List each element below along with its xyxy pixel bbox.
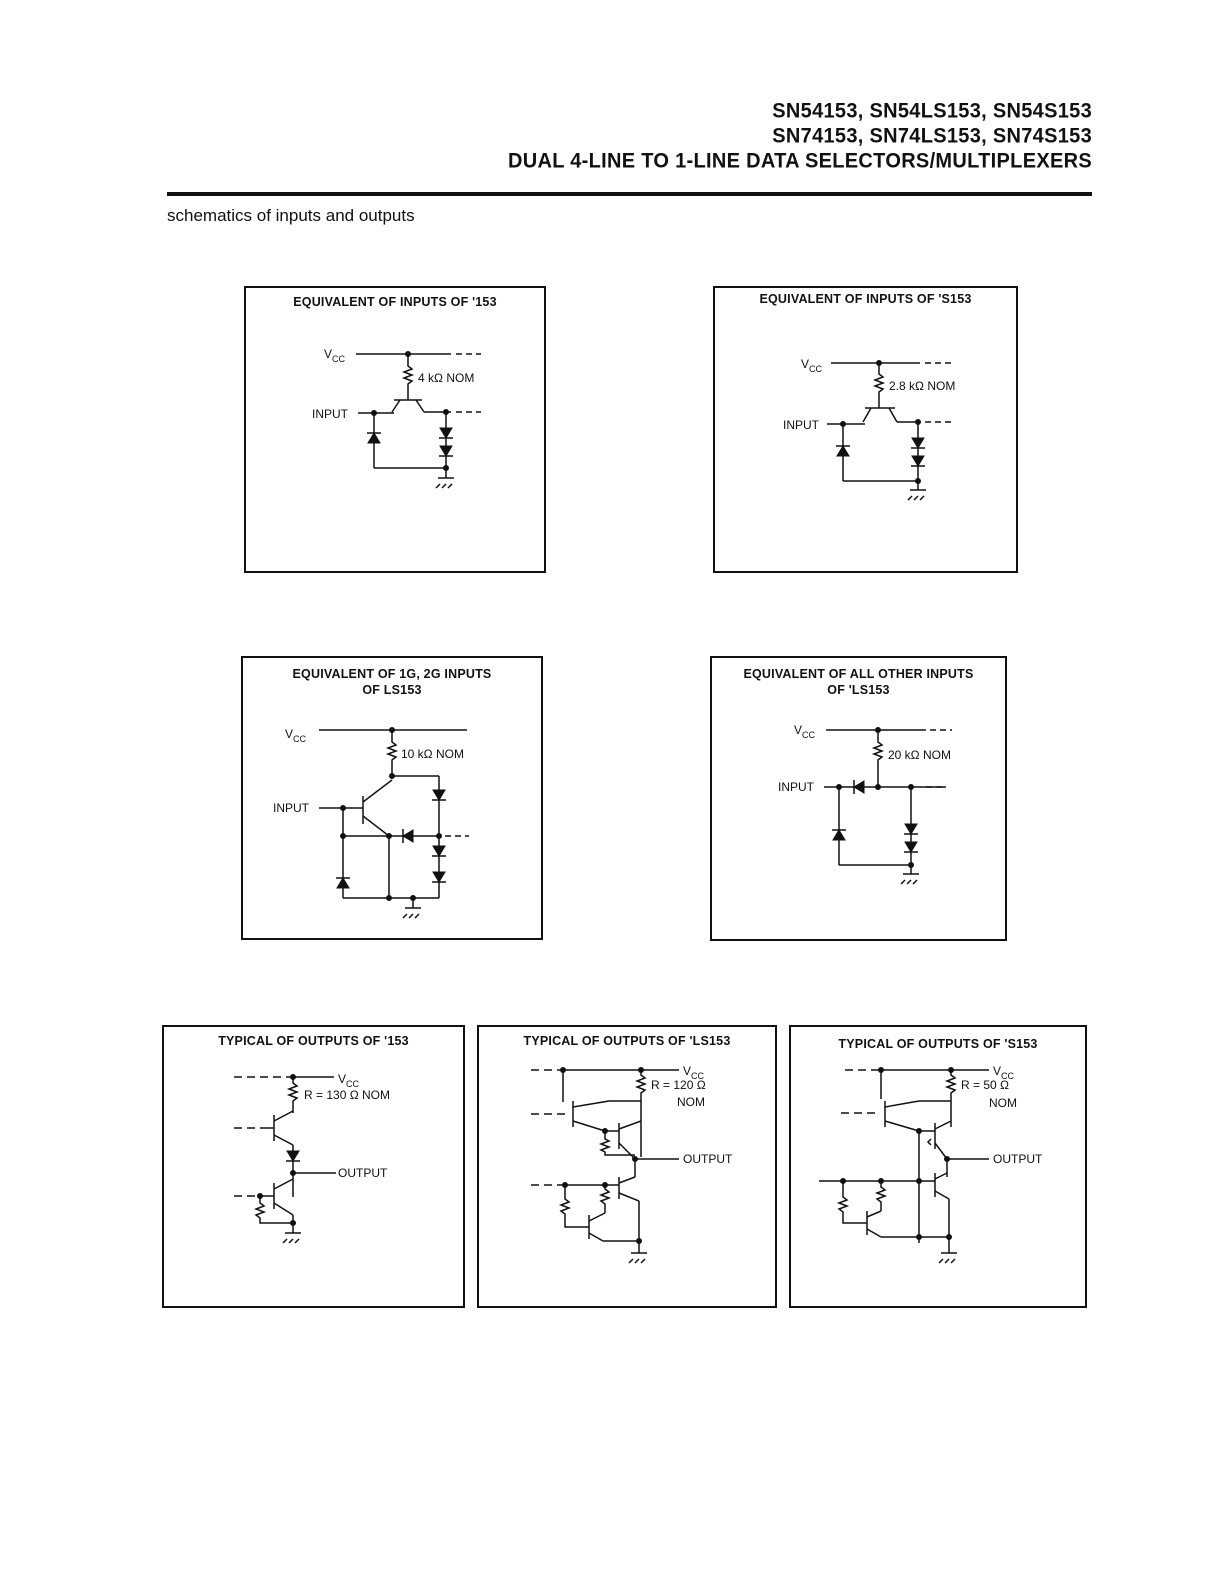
resistor-symbol	[401, 354, 415, 392]
header-rule	[167, 192, 1092, 196]
vcc-label: VCC	[324, 347, 346, 364]
section-title: schematics of inputs and outputs	[167, 206, 415, 225]
resistor-label: 2.8 kΩ NOM	[889, 379, 955, 393]
schematic-inputs-153: EQUIVALENT OF INPUTS OF '153 VCC 4 kΩ NO…	[244, 286, 546, 573]
vcc-label: VCC	[683, 1064, 705, 1081]
schematic-title: EQUIVALENT OF 1G, 2G INPUTS OF LS153	[243, 666, 541, 698]
schematic-diagram: VCC R = 50 Ω NOM OUTPUT	[819, 1064, 1043, 1264]
resistor-symbol	[286, 1077, 300, 1113]
diode-symbol	[832, 829, 846, 841]
schematic-diagram: VCC R = 120 Ω NOM OUTPUT	[531, 1064, 733, 1264]
schematic-diagram: VCC 20 kΩ NOM INPUT	[778, 723, 952, 885]
vcc-label: VCC	[794, 723, 816, 740]
resistor-label: R = 50 Ω	[961, 1078, 1009, 1092]
diode-symbol	[336, 877, 350, 889]
vcc-label: VCC	[285, 727, 307, 744]
resistor-symbol	[872, 363, 886, 398]
vcc-label: VCC	[993, 1064, 1015, 1081]
part-numbers-line-2: SN74153, SN74LS153, SN74S153	[772, 124, 1092, 148]
schematic-inputs-s153: EQUIVALENT OF INPUTS OF 'S153 VCC 2.8 kΩ…	[713, 286, 1018, 573]
resistor-label: R = 130 Ω NOM	[304, 1088, 390, 1102]
resistor-label: R = 120 Ω	[651, 1078, 706, 1092]
schematic-outputs-s153: TYPICAL OF OUTPUTS OF 'S153 VCC R = 50 Ω…	[789, 1025, 1087, 1308]
input-label: INPUT	[783, 418, 820, 432]
schematic-diagram: VCC R = 130 Ω NOM OUTPUT	[234, 1072, 390, 1244]
title-line-2: OF LS153	[362, 683, 422, 697]
resistor-symbol	[871, 730, 885, 786]
title-line-2: OF 'LS153	[827, 683, 890, 697]
resistor-symbol	[634, 1070, 648, 1157]
schematic-title: TYPICAL OF OUTPUTS OF 'S153	[838, 1037, 1038, 1051]
schematic-title: EQUIVALENT OF INPUTS OF 'S153	[759, 292, 972, 306]
resistor-label: 10 kΩ NOM	[401, 747, 464, 761]
diode-symbol	[836, 445, 850, 457]
schematic-title: TYPICAL OF OUTPUTS OF '153	[218, 1034, 409, 1048]
output-label: OUTPUT	[993, 1152, 1043, 1166]
schematic-title: TYPICAL OF OUTPUTS OF 'LS153	[523, 1034, 731, 1048]
title-line-1: EQUIVALENT OF ALL OTHER INPUTS	[743, 667, 974, 681]
schematic-diagram: VCC 2.8 kΩ NOM INPUT	[783, 357, 955, 501]
schematic-diagram: VCC 4 kΩ NOM INPUT	[312, 347, 481, 489]
resistor-symbol	[385, 730, 399, 776]
resistor-nom-label: NOM	[989, 1096, 1017, 1110]
resistor-label: 20 kΩ NOM	[888, 748, 951, 762]
schematic-title: EQUIVALENT OF ALL OTHER INPUTS OF 'LS153	[712, 666, 1005, 698]
resistor-symbol	[944, 1070, 958, 1127]
input-label: INPUT	[778, 780, 815, 794]
resistor-nom-label: NOM	[677, 1095, 705, 1109]
diode-symbol	[367, 432, 381, 444]
input-label: INPUT	[312, 407, 349, 421]
vcc-label: VCC	[338, 1072, 360, 1089]
schematic-title: EQUIVALENT OF INPUTS OF '153	[293, 295, 497, 309]
schematic-diagram: VCC 10 kΩ NOM INPUT	[273, 727, 469, 919]
schematic-outputs-153: TYPICAL OF OUTPUTS OF '153 VCC R = 130 Ω…	[162, 1025, 465, 1308]
schematic-outputs-ls153: TYPICAL OF OUTPUTS OF 'LS153 VCC R = 120…	[477, 1025, 777, 1308]
document-title: DUAL 4-LINE TO 1-LINE DATA SELECTORS/MUL…	[508, 149, 1092, 173]
resistor-label: 4 kΩ NOM	[418, 371, 474, 385]
part-numbers-line-1: SN54153, SN54LS153, SN54S153	[772, 99, 1092, 123]
title-line-1: EQUIVALENT OF 1G, 2G INPUTS	[292, 667, 492, 681]
vcc-label: VCC	[801, 357, 823, 374]
schematic-inputs-g-ls153: EQUIVALENT OF 1G, 2G INPUTS OF LS153 VCC…	[241, 656, 543, 940]
schematic-other-inputs-ls153: EQUIVALENT OF ALL OTHER INPUTS OF 'LS153…	[710, 656, 1007, 941]
output-label: OUTPUT	[338, 1166, 388, 1180]
input-label: INPUT	[273, 801, 310, 815]
output-label: OUTPUT	[683, 1152, 733, 1166]
